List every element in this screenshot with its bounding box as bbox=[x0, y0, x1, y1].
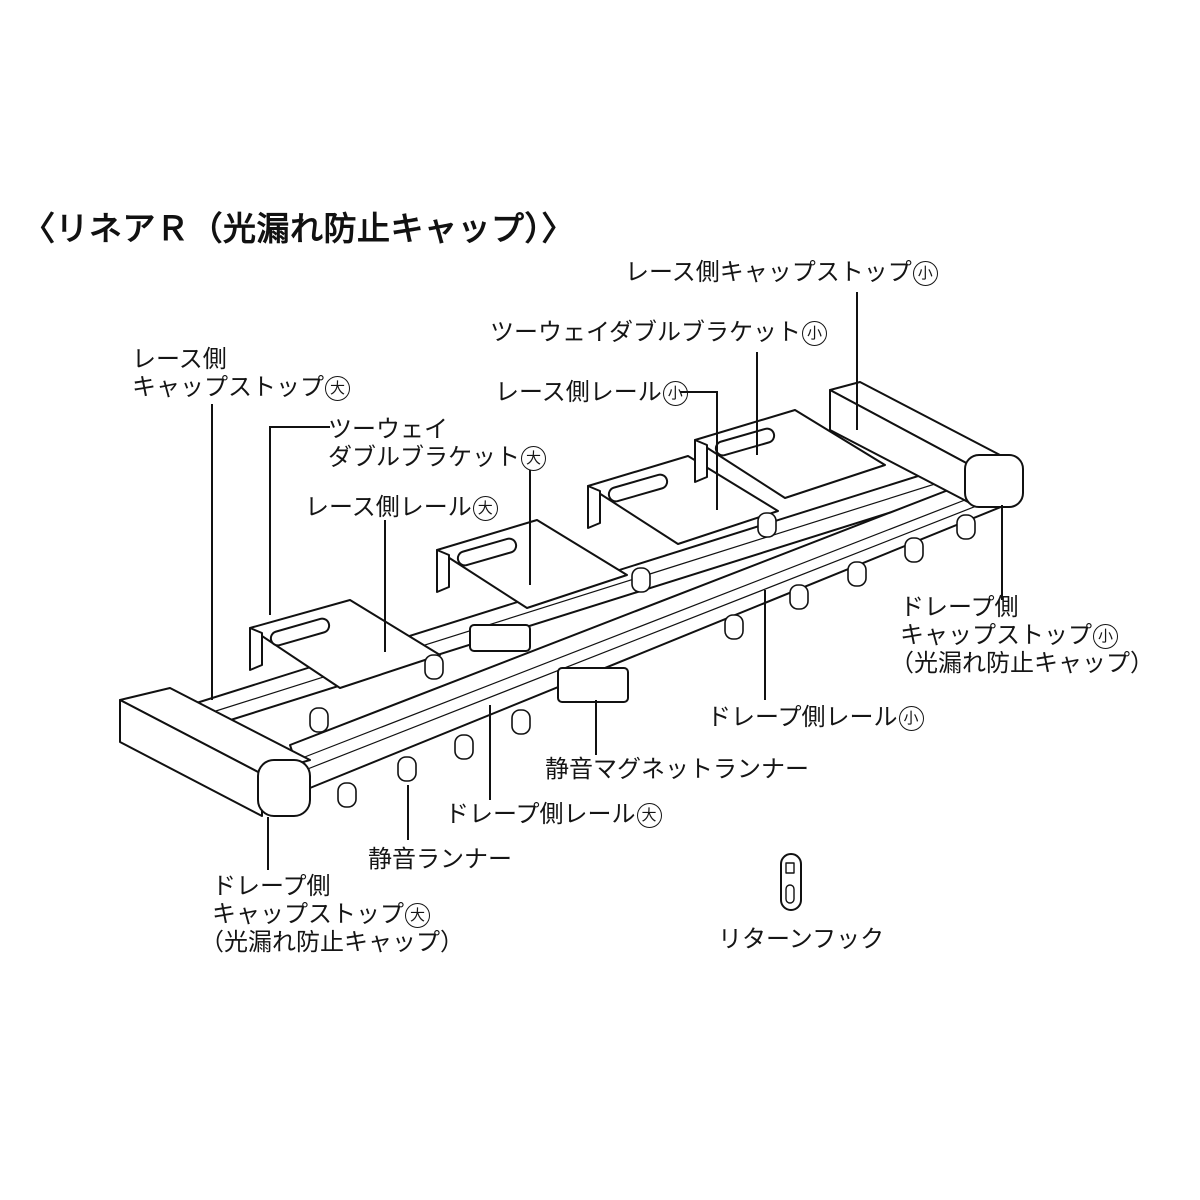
leader-lines bbox=[211, 292, 1003, 870]
bracket-4 bbox=[694, 409, 886, 499]
large-mark: 大 bbox=[325, 376, 350, 401]
label-twoway-bracket-small: ツーウェイダブルブラケット小 bbox=[490, 318, 828, 346]
label-drape-rail-small: ドレープ側レール小 bbox=[707, 703, 924, 731]
large-mark: 大 bbox=[405, 903, 430, 928]
label-drape-side-right: ドレープ側 bbox=[900, 593, 1019, 621]
label-drape-cap-stop-large: キャップストップ大 bbox=[212, 900, 430, 928]
small-mark: 小 bbox=[912, 261, 938, 286]
drape-cap-stop-small bbox=[829, 381, 1024, 508]
label-magnet-runner: 静音マグネットランナー bbox=[545, 755, 809, 783]
label-twoway: ツーウェイ bbox=[328, 415, 448, 443]
large-mark: 大 bbox=[636, 803, 662, 828]
label-return-hook: リターンフック bbox=[718, 925, 885, 953]
label-lace-rail-large: レース側レール大 bbox=[305, 493, 498, 521]
small-mark: 小 bbox=[802, 321, 828, 346]
label-silent-runner: 静音ランナー bbox=[368, 845, 512, 873]
bracket-2 bbox=[436, 519, 628, 609]
label-lace-rail-small: レース側レール小 bbox=[495, 378, 688, 406]
magnet-runners bbox=[469, 624, 629, 703]
page-title: 〈リネアＲ（光漏れ防止キャップ）〉 bbox=[22, 209, 575, 248]
small-mark: 小 bbox=[898, 706, 924, 731]
label-lace-side: レース側 bbox=[132, 345, 227, 373]
label-lace-cap-stop-small: レース側キャップストップ小 bbox=[625, 258, 938, 286]
bracket-1 bbox=[249, 599, 441, 689]
bracket-3 bbox=[587, 455, 779, 545]
label-lace-cap-stop-large: キャップストップ大 bbox=[132, 373, 350, 401]
label-light-leak-cap-right: （光漏れ防止キャップ） bbox=[890, 649, 1154, 677]
label-drape-side-left: ドレープ側 bbox=[212, 872, 331, 900]
label-drape-rail-large: ドレープ側レール大 bbox=[445, 800, 662, 828]
small-mark: 小 bbox=[1093, 624, 1118, 649]
small-mark: 小 bbox=[662, 381, 688, 406]
label-light-leak-cap-left: （光漏れ防止キャップ） bbox=[200, 928, 464, 956]
label-drape-cap-stop-small: キャップストップ小 bbox=[900, 621, 1118, 649]
label-twoway-bracket-large: ダブルブラケット大 bbox=[328, 443, 546, 471]
large-mark: 大 bbox=[472, 496, 498, 521]
runners bbox=[309, 512, 976, 808]
large-mark: 大 bbox=[521, 446, 546, 471]
drape-cap-stop-large bbox=[119, 687, 311, 817]
